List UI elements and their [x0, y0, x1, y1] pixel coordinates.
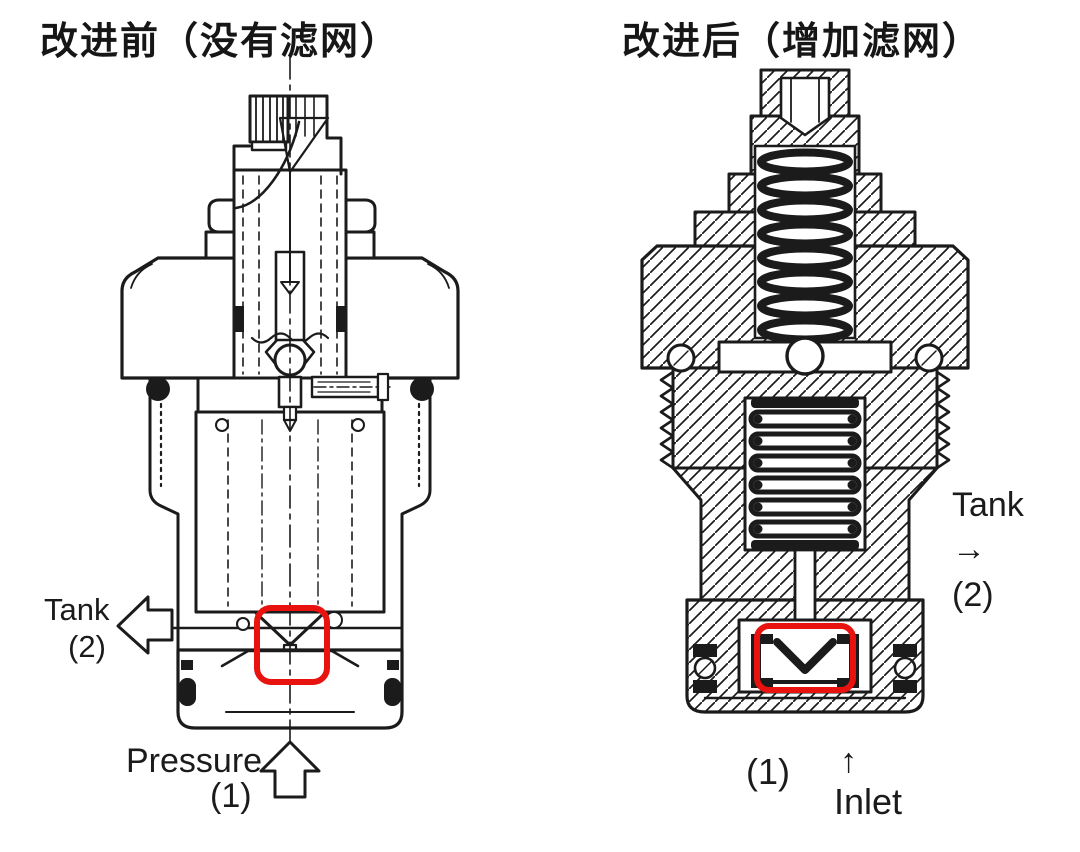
poppet-ball-assembly [250, 332, 330, 432]
o-ring-right [410, 377, 434, 401]
thread-left [659, 370, 675, 470]
nose-seals [693, 644, 917, 693]
inlet-arrow-glyph: ↑ [840, 742, 857, 780]
tank-num-before: (2) [68, 629, 106, 664]
pressure-num: (1) [210, 777, 252, 815]
tank-label-after: Tank [952, 486, 1025, 524]
inlet-num: (1) [746, 751, 790, 792]
main-spring [748, 398, 862, 550]
highlight-box-before [254, 605, 330, 685]
hex-socket [779, 76, 831, 137]
pressure-label: Pressure [126, 742, 262, 780]
valve-before-drawing: Tank (2) Pressure (1) [44, 56, 460, 815]
tank-label-before: Tank [44, 592, 110, 627]
tank-arrow-glyph: → [952, 530, 986, 568]
tank-num-after: (2) [952, 576, 994, 614]
panel-title-after: 改进后（增加滤网） [622, 21, 983, 63]
inlet-label: Inlet [834, 781, 902, 822]
panel-title-before: 改进前（没有滤网） [40, 21, 401, 63]
thread-right [935, 370, 951, 470]
o-ring-left [146, 377, 170, 401]
highlight-box-after [754, 623, 856, 693]
valve-after-drawing: Tank → (2) (1) ↑ Inlet [640, 68, 1025, 822]
ball-poppet [785, 336, 825, 376]
tank-arrow-icon [116, 595, 174, 655]
pressure-arrow-icon [259, 740, 321, 799]
